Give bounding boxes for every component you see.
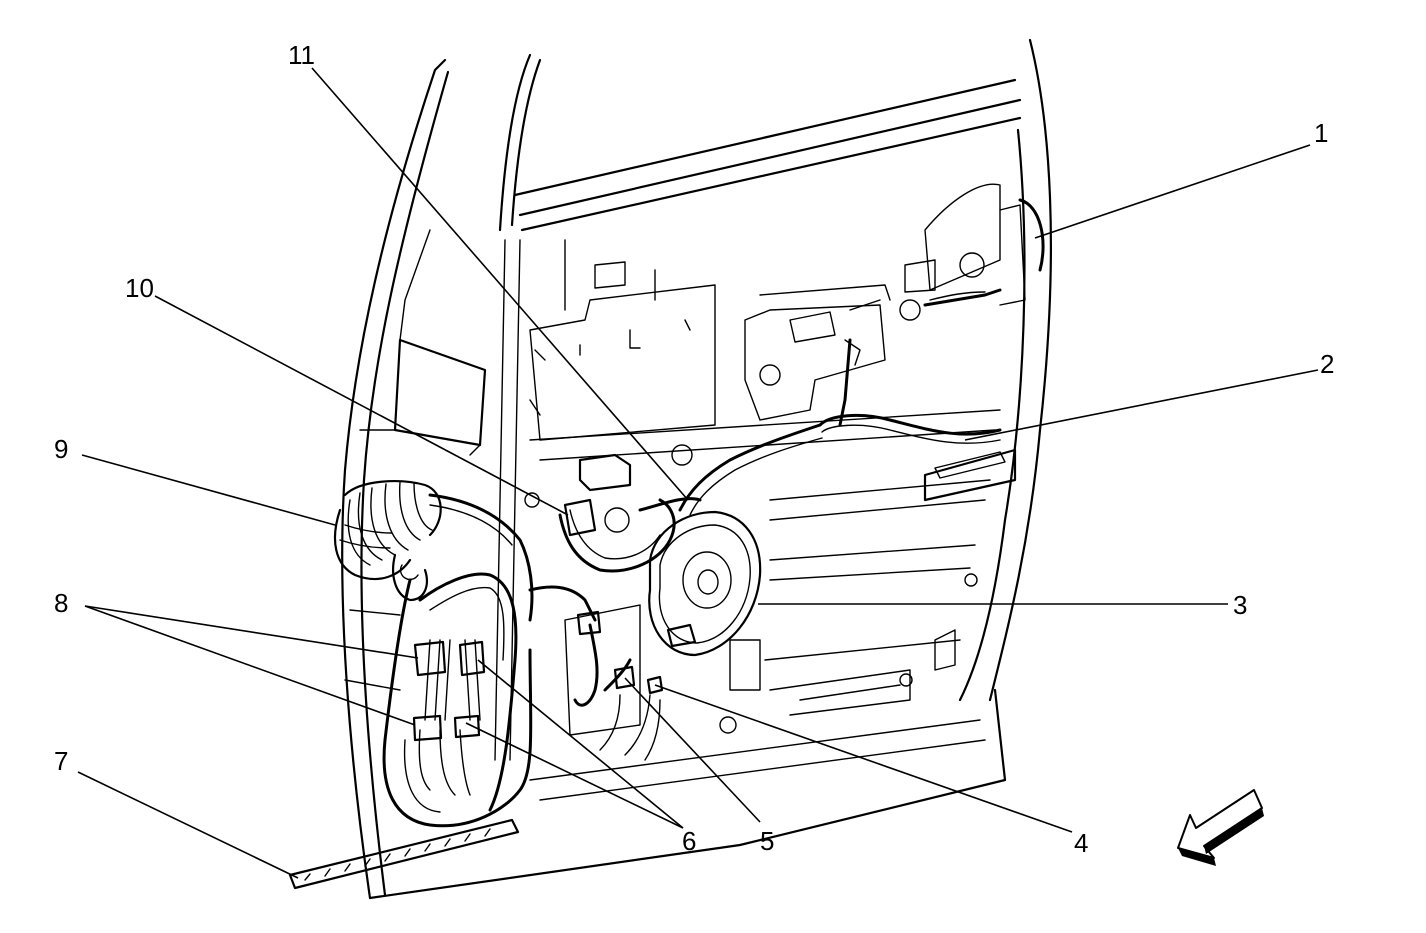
leader-lines (77, 67, 1319, 879)
speaker (648, 510, 762, 657)
view-direction-arrow-icon (1177, 789, 1264, 866)
door-shell (341, 38, 1052, 900)
callout-1: 1 (1314, 118, 1328, 148)
callout-3: 3 (1233, 590, 1247, 620)
leader-6b (477, 659, 684, 829)
callout-11: 11 (288, 40, 315, 70)
callout-5: 5 (760, 826, 774, 856)
callout-labels: 1 2 3 4 5 6 7 8 9 10 11 (54, 40, 1334, 858)
callout-9: 9 (54, 434, 68, 464)
leader-1 (1034, 144, 1311, 239)
leader-2 (964, 369, 1319, 441)
leader-10 (154, 295, 569, 516)
callout-2: 2 (1320, 349, 1334, 379)
door-seal (288, 818, 520, 890)
callout-7: 7 (54, 746, 68, 776)
callout-8: 8 (54, 588, 68, 618)
leader-8b (84, 605, 416, 726)
callout-10: 10 (125, 273, 154, 303)
callout-6: 6 (682, 826, 696, 856)
leader-8a (84, 605, 419, 659)
callout-4: 4 (1074, 828, 1088, 858)
leader-11 (311, 67, 689, 501)
wiring-harness (382, 338, 1002, 828)
leader-7 (77, 771, 299, 879)
leader-5 (624, 677, 761, 823)
leader-9 (81, 454, 336, 526)
leader-4 (654, 684, 1073, 833)
leader-6a (465, 722, 684, 829)
conduit-boot (333, 480, 442, 602)
